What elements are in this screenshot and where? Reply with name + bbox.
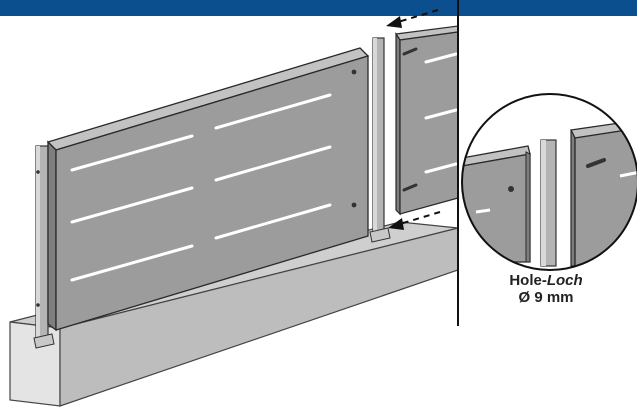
post-base-plate <box>369 227 391 243</box>
hole-label: Hole-Loch <box>509 272 583 289</box>
fence-panel-second <box>394 25 459 216</box>
post-screw-icon <box>36 170 40 174</box>
fence-panel-main <box>46 47 370 332</box>
detail-magnifier <box>461 93 637 271</box>
middle-post <box>369 37 391 243</box>
left-post <box>33 145 55 349</box>
bolt-icon <box>402 47 418 56</box>
post-base-plate <box>33 333 55 349</box>
drill-hole-icon <box>351 202 357 208</box>
top-banner <box>0 0 637 16</box>
hole-label-german: Loch <box>546 272 583 289</box>
bolt-icon <box>402 183 418 192</box>
post-screw-icon <box>36 303 40 307</box>
bolt-icon <box>586 158 606 168</box>
panel-slots <box>70 93 332 282</box>
dashed-arrow-left-icon <box>388 211 441 230</box>
drill-hole-icon <box>351 69 357 75</box>
hole-diameter: Ø 9 mm <box>518 289 574 306</box>
dashed-arrow-left-icon <box>386 9 439 28</box>
hole-caption: Hole-Loch Ø 9 mm <box>490 272 602 306</box>
drill-hole-icon <box>508 186 514 192</box>
